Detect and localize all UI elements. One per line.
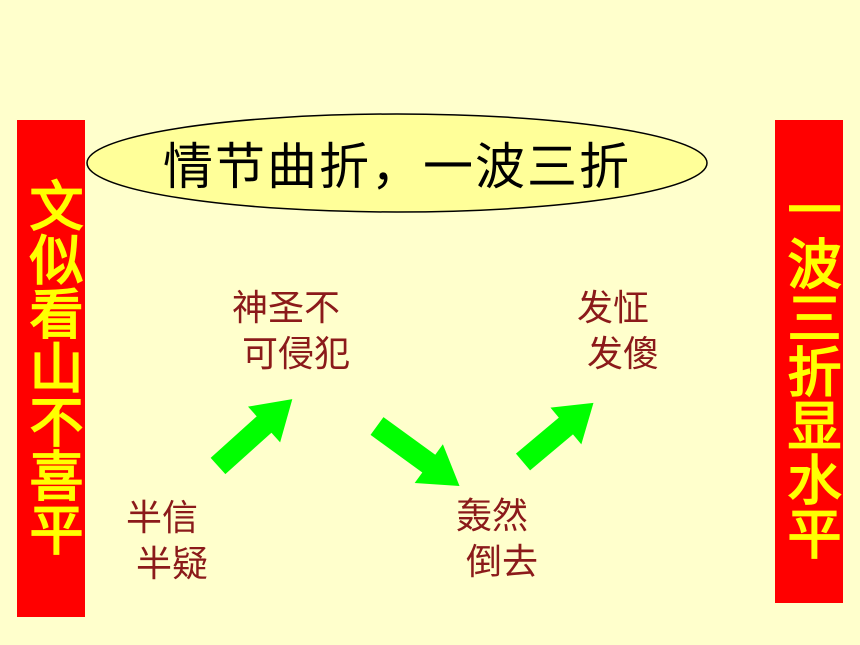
stage-2-line1: 神圣不 xyxy=(232,288,341,329)
stage-1-line2: 半疑 xyxy=(136,544,209,585)
stage-collapse: 轰然 倒去 xyxy=(456,494,538,586)
stage-half-believe: 半信 半疑 xyxy=(126,496,208,588)
stage-stunned: 发怔 发傻 xyxy=(577,286,659,378)
stage-1-line1: 半信 xyxy=(126,498,199,539)
right-banner-text: 一波三折显水平 xyxy=(778,182,841,560)
arrow-up-right-icon xyxy=(210,399,293,475)
arrow-up-right-icon xyxy=(515,402,594,471)
stage-sacred: 神圣不 可侵犯 xyxy=(232,286,350,378)
left-banner-text: 文似看山不喜平 xyxy=(20,178,83,556)
left-banner: 文似看山不喜平 xyxy=(17,120,85,617)
stage-2-line2: 可侵犯 xyxy=(242,334,351,375)
right-banner: 一波三折显水平 xyxy=(775,120,843,603)
stage-4-line1: 发怔 xyxy=(577,288,650,329)
arrow-down-right-icon xyxy=(370,417,460,486)
stage-3-line2: 倒去 xyxy=(466,542,539,583)
stage-4-line2: 发傻 xyxy=(587,334,660,375)
stage-3-line1: 轰然 xyxy=(456,496,529,537)
title-ellipse xyxy=(86,113,708,213)
page-title: 情节曲折，一波三折 xyxy=(163,138,631,196)
